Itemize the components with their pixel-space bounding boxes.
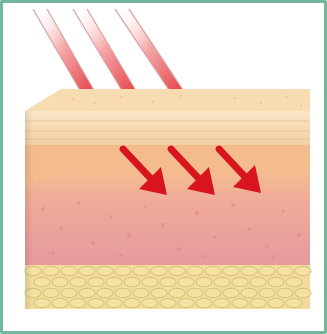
fat-cell (178, 298, 194, 307)
fat-cell (34, 298, 50, 307)
fat-cell (205, 288, 221, 297)
fat-cell (88, 298, 104, 307)
fat-cell (295, 266, 311, 275)
fat-cell (124, 277, 140, 286)
skin-layer-diagram (3, 3, 327, 334)
fat-cell (196, 298, 212, 307)
fat-cell (187, 288, 203, 297)
fat-cell (286, 298, 302, 307)
fat-cell (34, 277, 50, 286)
fat-cell (151, 288, 167, 297)
fat-cell (286, 277, 302, 286)
fat-cell (70, 298, 86, 307)
fat-cell (115, 266, 131, 275)
fat-cell (259, 288, 275, 297)
fat-cell (142, 277, 158, 286)
fat-cell (142, 298, 158, 307)
fat-cell (115, 288, 131, 297)
fat-cell (214, 277, 230, 286)
fat-cell (250, 298, 266, 307)
fat-cell (61, 288, 77, 297)
fat-cell (241, 288, 257, 297)
fat-cell (97, 266, 113, 275)
fat-cell (205, 266, 221, 275)
fat-cell (106, 298, 122, 307)
fat-cell (106, 277, 122, 286)
fat-cell (52, 298, 68, 307)
fat-cell (151, 266, 167, 275)
fat-cell (169, 288, 185, 297)
dermis-layer (25, 168, 310, 265)
fat-cell (250, 277, 266, 286)
fat-cell (43, 288, 59, 297)
fat-cell (223, 266, 239, 275)
fat-cell (79, 266, 95, 275)
fat-cell (43, 266, 59, 275)
light-beams (33, 9, 189, 99)
fat-cell (241, 266, 257, 275)
fat-cell (268, 277, 284, 286)
fat-cell (268, 298, 284, 307)
fat-cell (196, 277, 212, 286)
fat-cell (160, 277, 176, 286)
fat-cell (52, 277, 68, 286)
fat-cell (133, 266, 149, 275)
fat-cell (133, 288, 149, 297)
fat-cell (178, 277, 194, 286)
epidermis-layer (25, 111, 310, 145)
fat-cell (295, 288, 311, 297)
fat-cell (232, 277, 248, 286)
fat-cell (232, 298, 248, 307)
fat-cell (259, 266, 275, 275)
fat-cell (124, 298, 140, 307)
fat-cell (70, 277, 86, 286)
fat-cell (277, 288, 293, 297)
fat-cell (169, 266, 185, 275)
fat-cell (61, 266, 77, 275)
fat-cell (187, 266, 203, 275)
fat-cell (277, 266, 293, 275)
fat-cell (160, 298, 176, 307)
fat-cell (97, 288, 113, 297)
fat-cell (214, 298, 230, 307)
left-edge-shade (25, 111, 33, 309)
fat-cell (88, 277, 104, 286)
skin-top-surface (25, 89, 310, 111)
fat-cell (223, 288, 239, 297)
fat-cell (79, 288, 95, 297)
